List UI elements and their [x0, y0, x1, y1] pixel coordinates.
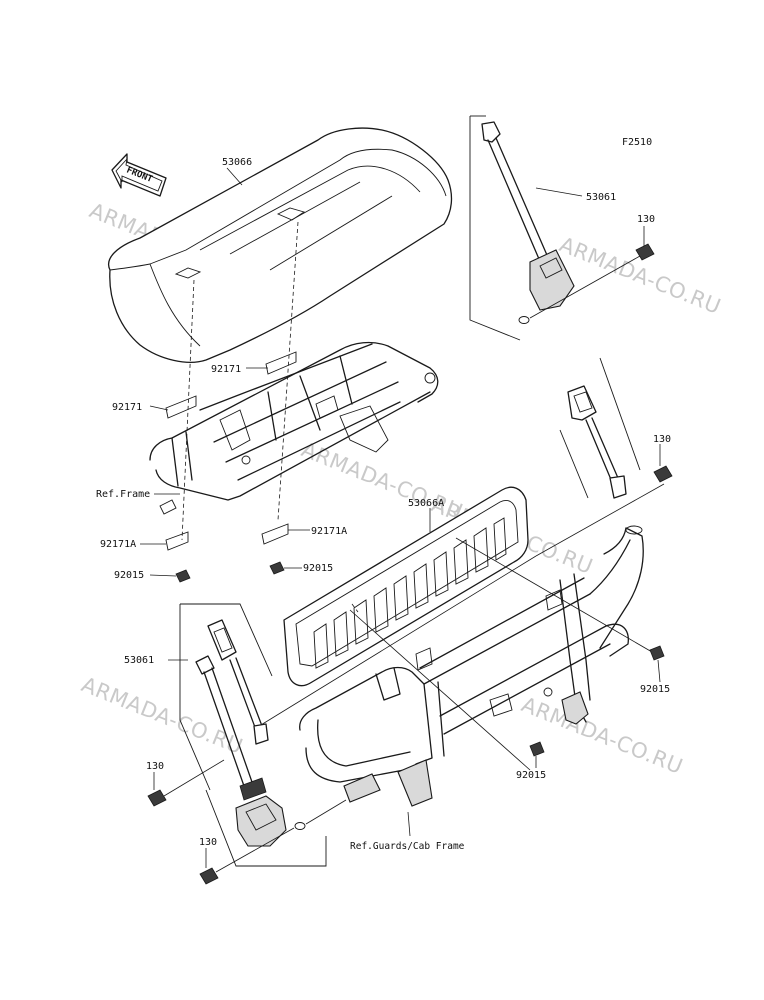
seat-cushion: 53066 [108, 127, 453, 541]
label-seat-belt-right: 53061 [586, 192, 616, 203]
seat-frame: 92171 92171 Ref.Frame [96, 341, 439, 515]
label-clip-a-right: 92171A [311, 526, 347, 537]
label-nut-right: 92015 [640, 684, 670, 695]
label-backrest: 53066A [408, 498, 444, 509]
label-clip-a-left: 92171A [100, 539, 136, 550]
front-arrow-badge: FRONT [111, 153, 167, 197]
label-bolt-bottom: 130 [199, 837, 217, 848]
label-nut-bottom: 92015 [516, 770, 546, 781]
label-ref-guards: Ref.Guards/Cab Frame [350, 841, 465, 852]
watermark: ARMADA-CO.RU [518, 692, 686, 779]
watermark: ARMADA-CO.RU [78, 672, 246, 759]
seat-fasteners: 92171A 92015 92171A 92015 [100, 523, 347, 583]
label-ref-frame: Ref.Frame [96, 489, 150, 500]
label-clip-top: 92171 [211, 364, 241, 375]
guards-cab-frame: Ref.Guards/Cab Frame 92015 92015 [255, 525, 670, 852]
backrest-slots [313, 517, 507, 669]
label-seat-belt-left: 53061 [124, 655, 154, 666]
seat-belt-left: 53061 130 130 [124, 603, 347, 885]
label-bolt-left: 130 [146, 761, 164, 772]
figure-code: F2510 [622, 137, 652, 148]
label-bolt-top-right: 130 [637, 214, 655, 225]
backrest: 53066A [283, 486, 653, 771]
label-nut-center: 92015 [303, 563, 333, 574]
label-bolt-mid-right: 130 [653, 434, 671, 445]
seat-belt-right: 130 53061 130 [469, 115, 673, 557]
label-seat: 53066 [222, 157, 252, 168]
watermark: ARMADA-CO.RU [556, 232, 724, 319]
label-nut-left: 92015 [114, 570, 144, 581]
label-clip-left: 92171 [112, 402, 142, 413]
